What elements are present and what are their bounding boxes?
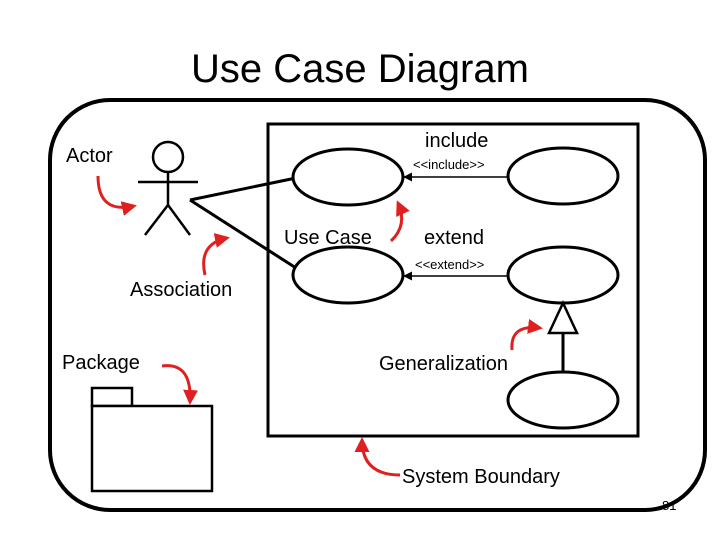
association-line-upper (189, 176, 297, 202)
actor-right-leg (166, 204, 192, 236)
actor-stick-figure (138, 140, 198, 236)
package-callout-arrow (161, 364, 199, 405)
package-label: Package (62, 352, 140, 374)
actor-label: Actor (66, 145, 113, 167)
outer-rounded-frame (48, 98, 707, 512)
use-case-ellipse-top-right (506, 146, 620, 206)
actor-callout-arrow (96, 175, 137, 216)
slide-title: Use Case Diagram (191, 47, 529, 91)
page-number: 81 (662, 498, 676, 513)
association-line-lower (189, 198, 297, 270)
system-boundary-callout-arrow (354, 437, 401, 477)
use-case-callout-arrow (389, 200, 410, 243)
actor-left-leg (144, 204, 169, 236)
association-label: Association (130, 279, 232, 301)
use-case-ellipse-bottom-right (506, 370, 620, 430)
association-callout-arrow (202, 233, 230, 276)
extend-stereotype-label: <<extend>> (415, 257, 484, 272)
include-label: include (425, 130, 488, 152)
use-case-ellipse-mid-right (506, 245, 620, 305)
use-case-label: Use Case (284, 227, 372, 249)
package-body (90, 404, 214, 493)
package-tab (90, 386, 134, 408)
use-case-ellipse-top-left (291, 147, 405, 207)
generalization-label: Generalization (379, 353, 508, 375)
system-boundary-label: System Boundary (402, 466, 560, 488)
generalization-callout-arrow (510, 318, 543, 351)
extend-label: extend (424, 227, 484, 249)
generalization-triangle-icon (547, 300, 579, 335)
use-case-ellipse-mid-left (291, 245, 405, 305)
include-stereotype-label: <<include>> (413, 157, 485, 172)
actor-head (151, 140, 185, 174)
system-boundary-box (266, 122, 640, 438)
